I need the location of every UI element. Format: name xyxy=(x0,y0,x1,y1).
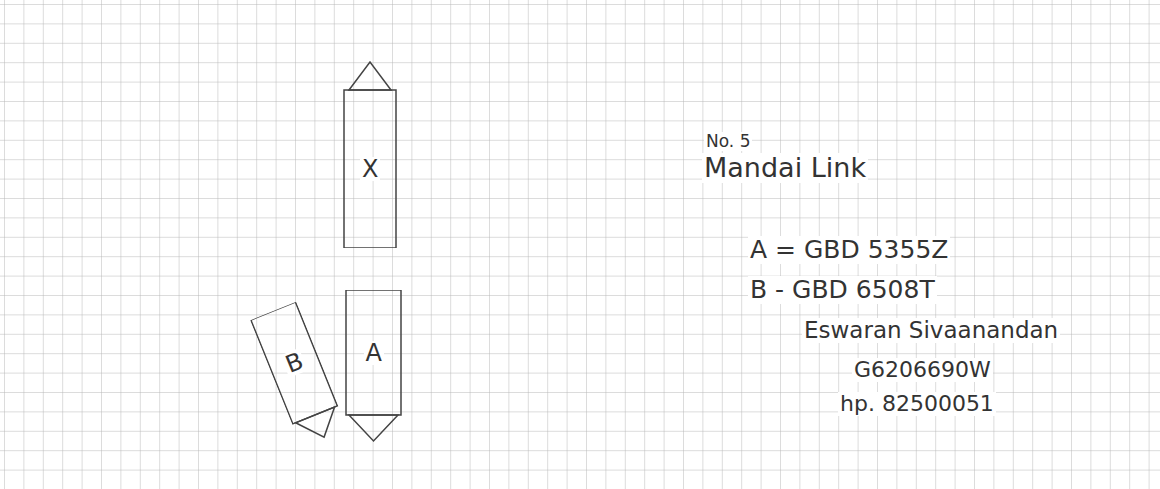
vehicle-label: A xyxy=(364,341,384,365)
vehicle-box: X xyxy=(343,60,397,248)
vehicle-outline xyxy=(345,290,402,443)
handwritten-note: Eswaran Sivaanandan xyxy=(802,318,1060,343)
handwritten-note: A = GBD 5355Z xyxy=(748,236,950,264)
vehicle-box: B xyxy=(250,302,348,449)
vehicle-box: A xyxy=(345,290,402,443)
vehicle-outline xyxy=(250,302,348,449)
handwritten-note: hp. 82500051 xyxy=(838,392,996,416)
handwritten-note: B - GBD 6508T xyxy=(748,276,937,304)
handwritten-note: Mandai Link xyxy=(702,153,868,183)
vehicle-outline xyxy=(343,60,397,248)
vehicle-label: X xyxy=(360,157,380,181)
handwritten-note: No. 5 xyxy=(704,132,752,151)
vehicle-label: B xyxy=(280,348,308,378)
handwritten-note: G6206690W xyxy=(852,358,993,382)
